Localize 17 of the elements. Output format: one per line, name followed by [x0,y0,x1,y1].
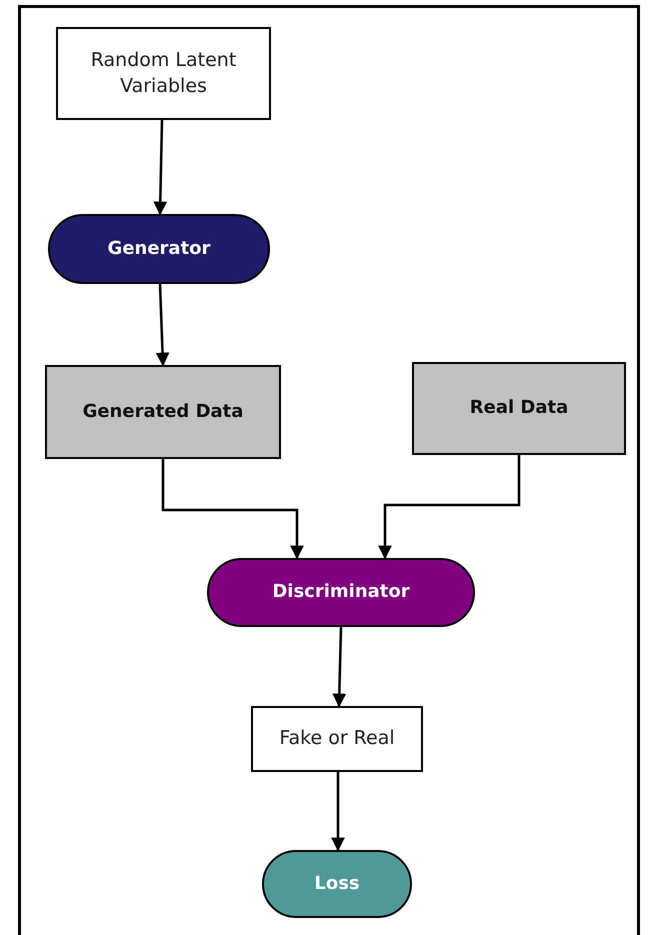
node-label: Loss [314,872,360,896]
node-label: Generated Data [82,400,244,424]
arrow [156,284,170,366]
node-label: Real Data [470,396,568,420]
arrow [153,120,168,216]
arrow [332,626,346,708]
process-box [251,706,423,772]
data-box [45,365,281,459]
node-label: Fake or Real [279,726,395,752]
arrow [378,455,520,560]
process-box [56,27,271,120]
node-label: Generator [108,236,210,261]
node-label: Discriminator [272,580,410,604]
data-box [412,362,626,455]
arrow [331,772,345,852]
node-label: Random Latent Variables [90,48,238,98]
arrow [162,459,304,560]
